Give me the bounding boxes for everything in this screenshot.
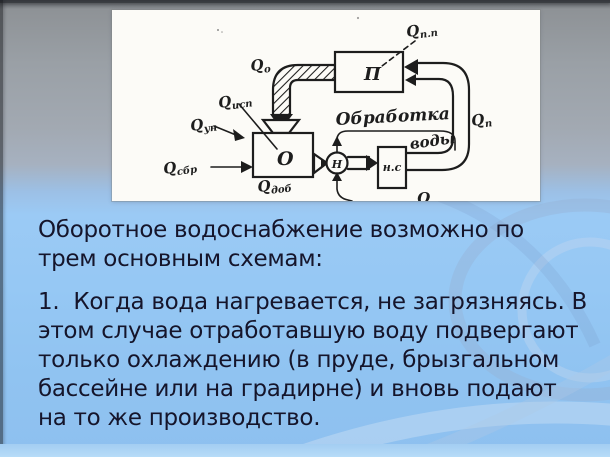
cooler-box (251, 131, 315, 179)
flow-label-partial: Q (417, 189, 430, 201)
text-line: трем основным схемам: (38, 246, 323, 272)
makeup-water-line (332, 172, 353, 201)
qsbr-arrowhead (241, 161, 253, 173)
pump-station-label: н.с (383, 161, 402, 174)
text-line: бассейне или на градирне) и вновь подают (38, 376, 557, 402)
text-line: только охлаждению (в пруде, брызгальном (38, 347, 560, 373)
treatment-line (332, 130, 456, 153)
text-line: Оборотное водоснабжение возможно по (38, 217, 524, 243)
qpp-leader-line (377, 40, 416, 70)
qisp-leader-line (238, 103, 278, 150)
paragraph-scheme1: 1. Когда вода нагревается, не загрязняяс… (38, 288, 587, 433)
paragraph-intro: Оборотное водоснабжение возможно по трем… (38, 216, 587, 274)
flow-label-qpp: Qп.п (405, 19, 439, 43)
flow-label-qun: Qун (189, 113, 218, 136)
qun-leader-line (213, 125, 237, 136)
slide-body-text: Оборотное водоснабжение возможно по трем… (38, 216, 587, 447)
flow-label-qsbr: Qсбр (162, 155, 198, 179)
funnel (260, 118, 302, 135)
treatment-caption-word1: Обработка (335, 104, 450, 130)
return-pipe (404, 59, 471, 172)
flow-label-qp: Qп (470, 109, 493, 132)
flow-label-qdob: Qдоб (257, 175, 293, 198)
scan-speck (221, 31, 223, 33)
flow-label-qisp: Qисп (217, 89, 253, 113)
pump-station-box (376, 145, 408, 190)
text-line: этом случае отработавшую воду подвергают (38, 318, 579, 344)
scan-speck (217, 29, 219, 31)
cooler-box-label: О (277, 148, 294, 170)
photo-border-left (0, 0, 3, 457)
scan-speck (356, 16, 360, 20)
hatched-pipe (271, 63, 337, 117)
valve-arrow (321, 158, 328, 169)
photo-border-top (0, 0, 610, 3)
pipe-arrowhead (405, 74, 416, 86)
valve-symbol (312, 151, 329, 176)
pump-to-station-pipe (346, 155, 378, 171)
pipe-arrowhead (404, 59, 418, 75)
text-line: на то же производство. (38, 405, 321, 431)
diagram-panel: П О Н (112, 10, 540, 201)
qun-arrowhead (233, 129, 245, 141)
pump-label: Н (331, 158, 343, 171)
flow-label-qo: Qо (250, 55, 272, 77)
text-line: 1. Когда вода нагревается, не загрязняяс… (38, 289, 587, 315)
bottom-light-strip (0, 444, 610, 457)
production-box-label: П (363, 64, 382, 85)
water-recycling-schematic: П О Н (162, 16, 493, 201)
